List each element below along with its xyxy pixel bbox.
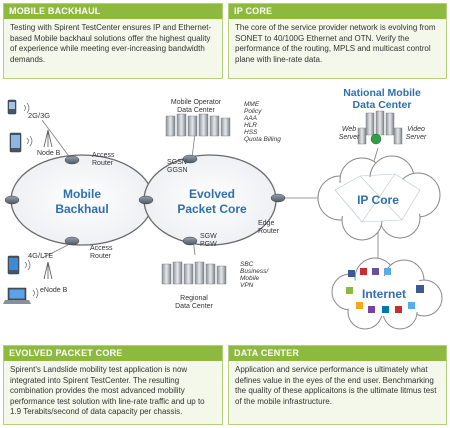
sgw-label: SGW [200,233,217,240]
phone-icon-2 [9,132,22,153]
service-aaa: AAA [243,115,257,122]
access-router-top-label-1: Access [92,152,115,159]
label-2g3g: 2G/3G [28,111,50,120]
access-router-bottom-label-2: Router [90,253,112,260]
label-enode-b: eNode B [40,287,68,294]
node-b-tower [43,129,53,148]
pgw-label: PGW [200,241,217,248]
edge-router-label-1: Edge [258,220,274,227]
regional-services: SBC Business/ Mobile VPN [240,261,269,289]
phone-icon-1 [7,99,17,115]
app-icon-6 [346,287,353,294]
service-quota-billing: Quota Billing [244,136,281,143]
ip-core-mesh [334,173,421,223]
mobile-backhaul-text: Testing with Spirent TestCenter ensures … [10,23,212,64]
national-dc-title-2: Data Center [353,99,412,111]
app-icon-11 [408,302,415,309]
routers [4,154,286,246]
service-policy: Policy [244,108,262,115]
service-business: Business/ [240,268,269,275]
access-router-bottom-label-1: Access [90,245,113,252]
national-dc-title-1: National Mobile [343,87,421,99]
sgw-router-icon [182,236,198,246]
ip-core-box: IP CORE The core of the service provider… [228,3,447,79]
app-icon-8 [368,306,375,313]
data-center-box: DATA CENTER Application and service perf… [228,345,447,425]
backhaul-epc-router-icon [138,195,154,205]
app-icon-1 [348,270,355,277]
internet-app-icons [346,268,424,313]
app-icon-5 [416,285,424,293]
sgsn-router-icon [182,154,198,164]
regional-dc-label-2: Data Center [175,303,213,310]
service-hlr: HLR [244,122,257,129]
access-router-top-label-2: Router [92,160,114,167]
app-icon-10 [395,306,402,313]
edge-router-label-2: Router [258,228,280,235]
access-router-top-icon [64,155,80,165]
service-sbc: SBC [240,261,254,268]
mobile-operator-services: MME Policy AAA HLR HSS Quota Billing [243,101,281,143]
app-icon-4 [384,268,391,275]
wireless-wave-icons [23,102,39,299]
app-icon-3 [372,268,379,275]
regional-dc-label-1: Regional [180,295,208,302]
router-labels: Access Router Access Router SGSN GGSN SG… [90,152,280,260]
mobile-operator-dc-label-2: Data Center [177,107,215,114]
evolved-packet-core-box: EVOLVED PACKET CORE Spirent's Landslide … [3,345,223,425]
evolved-packet-core-label-2: Packet Core [177,202,247,216]
evolved-packet-core-title: EVOLVED PACKET CORE [4,346,222,361]
app-icon-7 [356,302,363,309]
app-icon-9 [382,306,389,313]
sgsn-label: SGSN [167,159,187,166]
internet-label: Internet [362,287,406,301]
mobile-backhaul-label-2: Backhaul [55,202,108,216]
ip-core-text: The core of the service provider network… [235,23,436,64]
mobile-operator-dc-label-1: Mobile Operator [171,99,222,106]
ip-core-title: IP CORE [229,4,446,19]
phone-icon-3 [7,255,20,275]
regional-dc-servers [161,261,227,285]
evolved-packet-core-text: Spirent's Landslide mobility test applic… [10,365,205,416]
service-hss: HSS [244,129,258,136]
video-server-label-2: Server [406,134,427,141]
evolved-packet-core-label-1: Evolved [189,187,235,201]
enode-b-tower [43,261,53,280]
label-4glte: 4G/LTE [28,251,53,260]
national-dc-servers [357,110,403,145]
service-mobile: Mobile [240,275,260,282]
mobile-backhaul-box: MOBILE BACKHAUL Testing with Spirent Tes… [3,3,223,79]
web-server-label-1: Web [342,126,356,133]
mobile-devices [3,99,31,304]
ggsn-label: GGSN [167,167,188,174]
ip-core-label: IP Core [357,193,399,207]
mobile-backhaul-title: MOBILE BACKHAUL [4,4,222,19]
label-node-b: Node B [37,150,61,157]
laptop-icon [3,287,31,304]
mobile-backhaul-label-1: Mobile [63,187,101,201]
app-icon-2 [360,268,367,275]
service-mme: MME [244,101,260,108]
data-center-text: Application and service performance is u… [235,365,437,406]
web-server-label-2: Server [339,134,360,141]
video-server-label-1: Video [407,126,425,133]
edge-router-icon [270,193,286,203]
service-vpn: VPN [240,282,254,289]
data-center-title: DATA CENTER [229,346,446,361]
network-diagram: Mobile Backhaul Evolved Packet Core IP C… [3,87,443,330]
backhaul-left-router-icon [4,195,20,205]
mobile-operator-dc-servers [165,113,231,137]
globe-icon [370,133,382,145]
access-router-bottom-icon [64,236,80,246]
